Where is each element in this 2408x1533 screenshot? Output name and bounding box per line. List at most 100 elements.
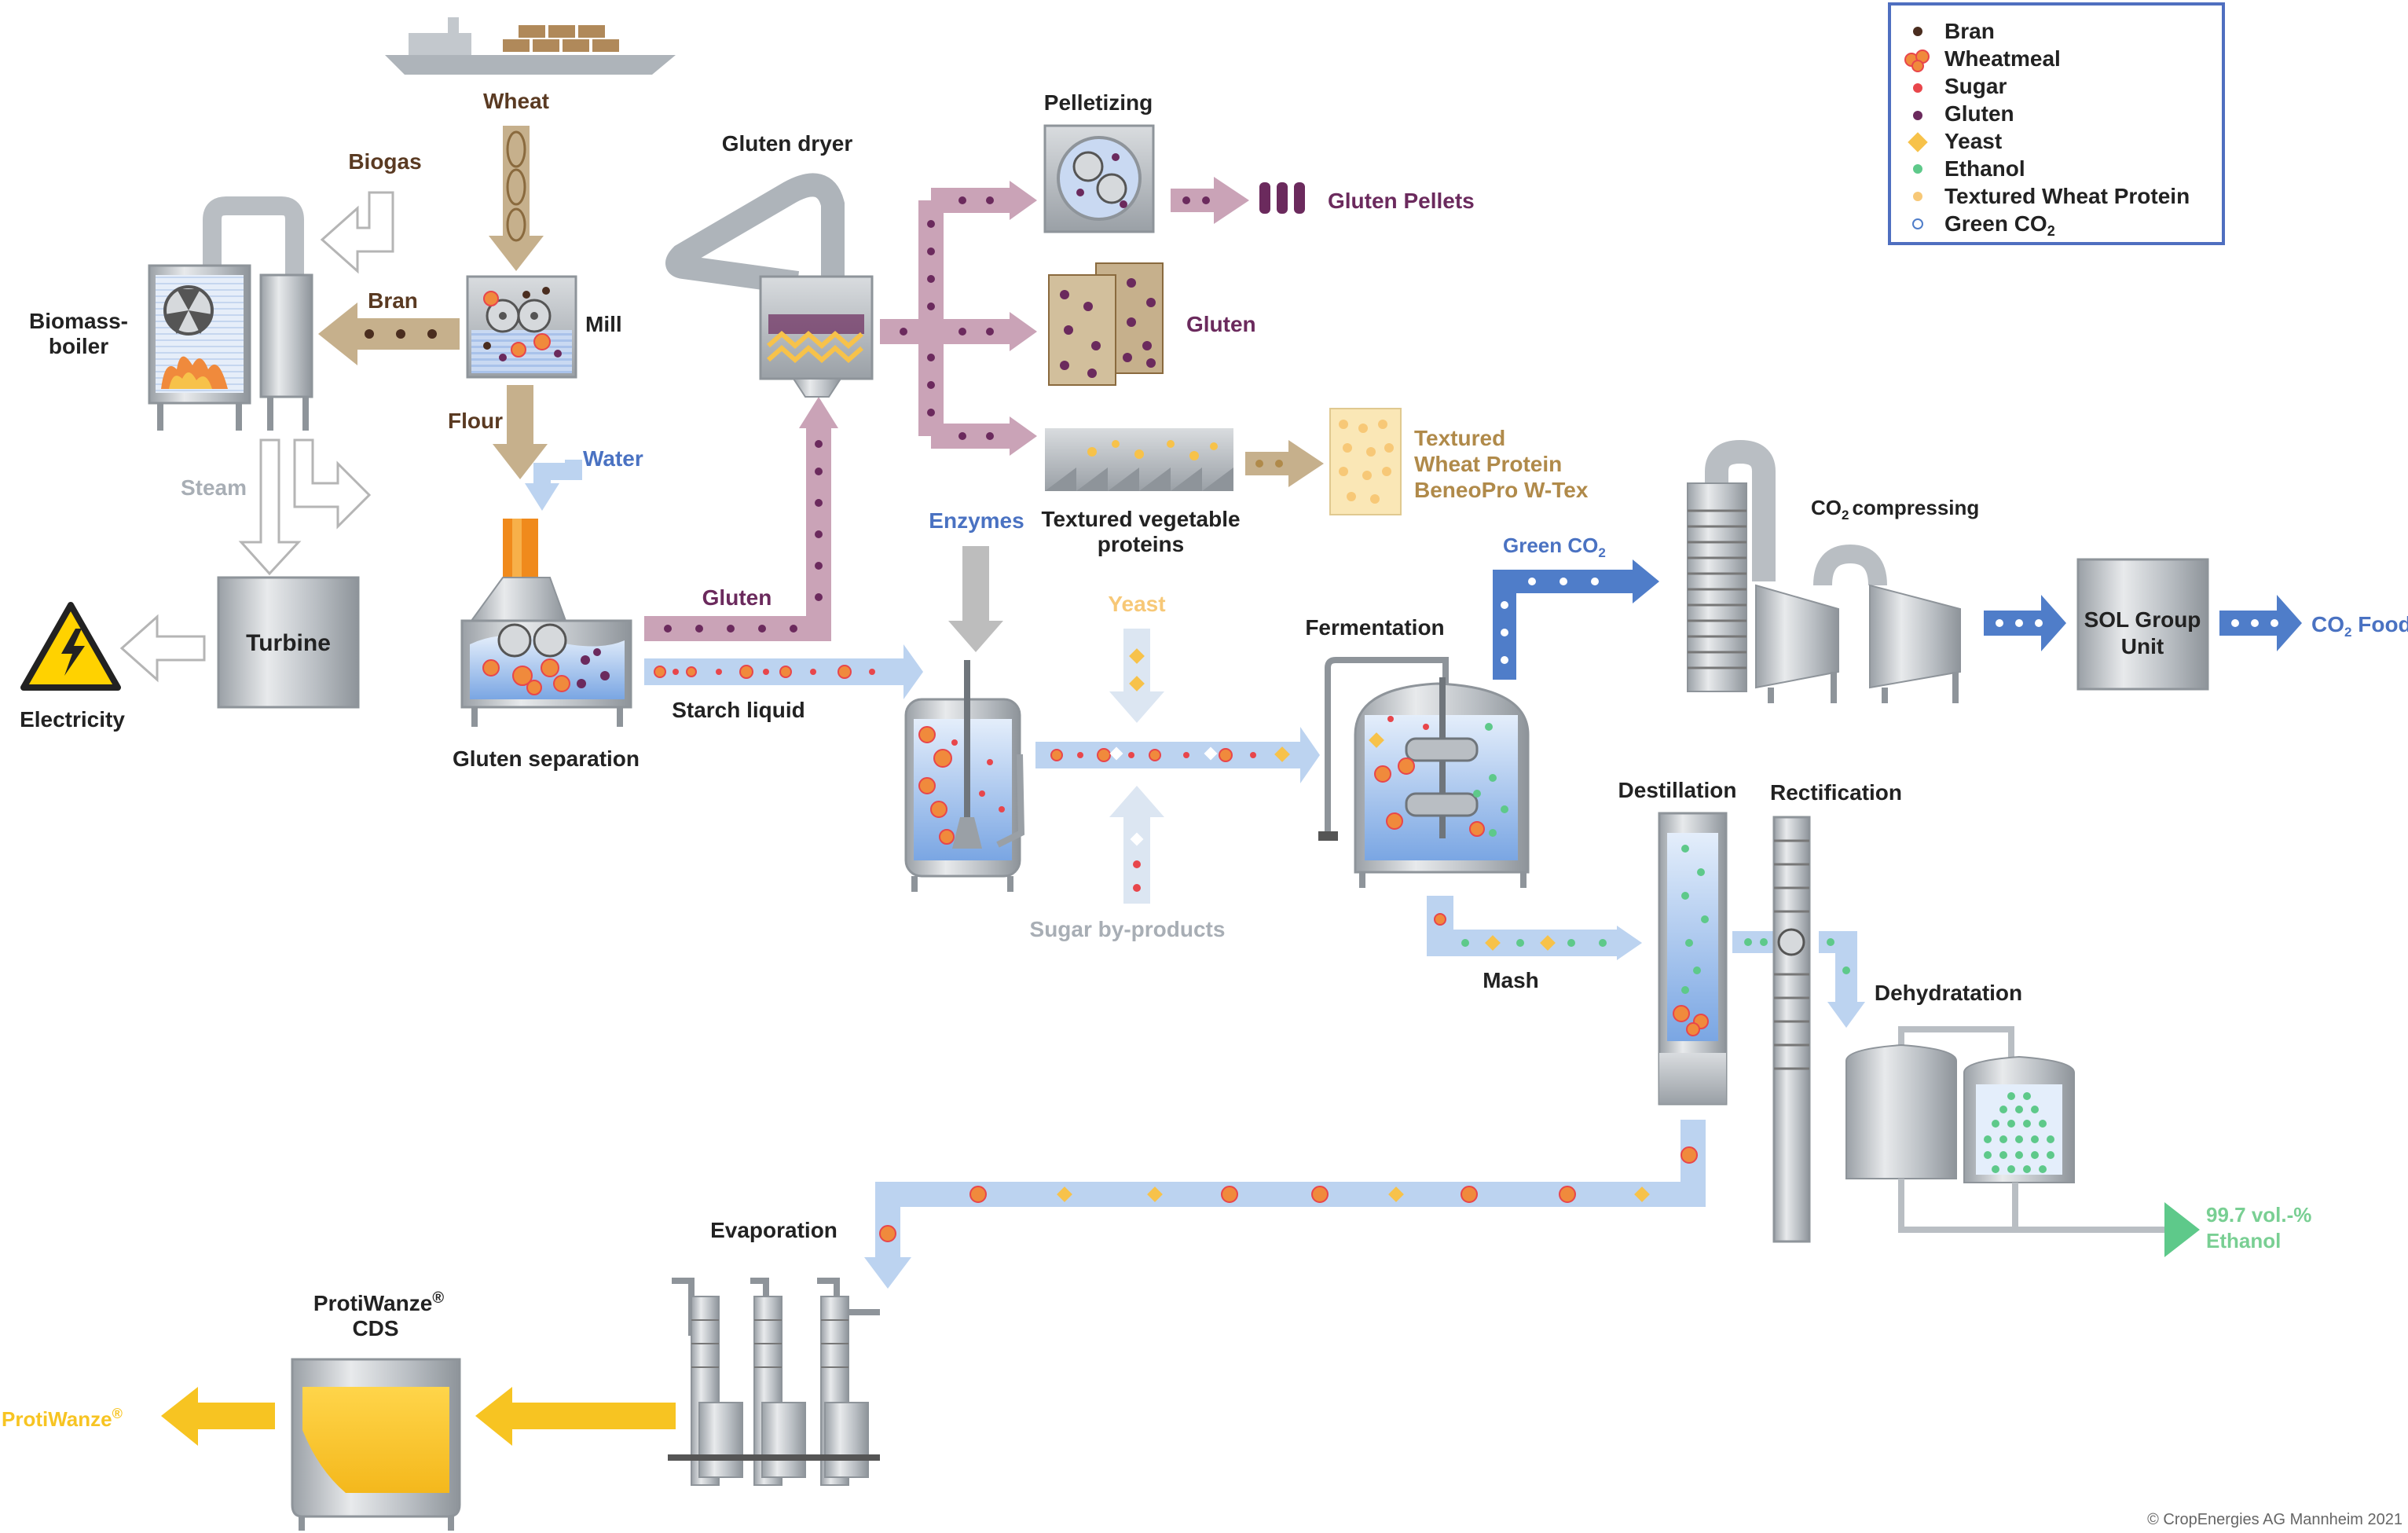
biomass-boiler-label-1: Biomass-: [29, 309, 128, 333]
sol-group-unit-icon: [2076, 558, 2209, 691]
evaporation-to-cds-arrow: [475, 1387, 676, 1446]
water-label: Water: [583, 446, 643, 471]
dehydratation-label: Dehydratation: [1875, 981, 2022, 1005]
co2-food-arrow: [2219, 595, 2302, 651]
fermentation-label: Fermentation: [1305, 615, 1444, 640]
starch-liquid-label: Starch liquid: [672, 698, 805, 722]
bran-flow-label: Bran: [368, 288, 418, 313]
gluten-separation-label: Gluten separation: [453, 746, 640, 771]
legend-marker-co2: [1912, 218, 1923, 229]
twp-arrow: [1245, 440, 1324, 487]
gluten-bags-icon: [1048, 262, 1164, 386]
mill-icon: [466, 275, 577, 379]
dehydratation-tanks-icon: [1845, 1026, 2200, 1257]
stillage-arrow: [864, 1120, 1706, 1289]
legend-marker-ethanol: [1913, 164, 1922, 174]
tvp-label-1: Textured vegetable: [1041, 507, 1240, 531]
protiwanze-output-arrow: [161, 1387, 275, 1446]
pelletizing-label: Pelletizing: [1044, 90, 1153, 115]
mash-arrow: [1427, 896, 1642, 960]
gluten-dryer-label: Gluten dryer: [722, 131, 853, 156]
pellet-arrow: [1171, 177, 1249, 224]
gluten-flow-label: Gluten: [702, 585, 772, 610]
electricity-arrow: [119, 614, 206, 683]
legend-label-gluten: Gluten: [1944, 101, 2014, 126]
liquefaction-tank-icon: [904, 660, 1025, 892]
electricity-label: Electricity: [20, 707, 125, 732]
rectification-label: Rectification: [1770, 780, 1902, 805]
evaporation-label: Evaporation: [710, 1218, 837, 1242]
yeast-arrow: [1109, 629, 1164, 723]
electricity-warning-icon: [20, 602, 121, 691]
twp-label-3: BeneoPro W-Tex: [1414, 478, 1589, 502]
turbine-label: Turbine: [246, 630, 331, 656]
sugar-byproducts-label: Sugar by-products: [1030, 917, 1226, 941]
tvp-label-2: proteins: [1098, 532, 1184, 556]
green-co2-arrow: [1493, 559, 1659, 680]
destillation-column-icon: [1658, 812, 1728, 1106]
gluten-product-label: Gluten: [1186, 312, 1256, 336]
green-co2-label: Green CO2: [1503, 534, 1606, 560]
legend-marker-sugar: [1913, 83, 1922, 93]
twp-label-1: Textured: [1414, 426, 1505, 450]
enzymes-label: Enzymes: [929, 508, 1024, 533]
co2-to-sol-arrow: [1984, 595, 2066, 651]
evaporator-icon: [668, 1278, 880, 1486]
wheat-label: Wheat: [483, 89, 549, 113]
legend-label-yeast: Yeast: [1944, 129, 2002, 153]
flour-arrow: [493, 385, 548, 479]
legend-label-bran: Bran: [1944, 19, 1995, 43]
twp-label-2: Wheat Protein: [1414, 452, 1562, 476]
protiwanze-cds-label-1: ProtiWanze®: [313, 1289, 444, 1315]
rectification-column-icon: [1772, 816, 1811, 1243]
biogas-arrow: [320, 191, 394, 274]
water-arrow: [525, 460, 582, 511]
ethanol-output-label-1: 99.7 vol.-%: [2206, 1203, 2311, 1227]
gluten-pellets-icon: [1259, 182, 1305, 214]
ethanol-output-label-2: Ethanol: [2206, 1229, 2281, 1252]
steam-arrows: [238, 438, 372, 576]
yeast-label: Yeast: [1108, 592, 1165, 616]
ship-icon: [385, 17, 676, 75]
legend-marker-bran: [1913, 27, 1922, 36]
pelletizing-icon: [1043, 124, 1155, 233]
twp-bag-icon: [1329, 408, 1402, 515]
legend-marker-wheatmeal: [1904, 50, 1930, 72]
sugar-byproducts-arrow: [1109, 786, 1164, 904]
gluten-pellets-label: Gluten Pellets: [1328, 189, 1475, 213]
co2-food-label: CO2 Food: [2311, 612, 2408, 640]
cds-tank-icon: [291, 1358, 461, 1531]
gluten-dryer-icon: [665, 173, 874, 398]
saccharified-liquid-arrow: [1035, 727, 1320, 783]
biomass-boiler-icon: [148, 196, 313, 431]
gluten-separation-icon: [460, 519, 632, 727]
turbine-icon: [217, 576, 360, 709]
biogas-label: Biogas: [348, 149, 421, 174]
mill-label: Mill: [585, 312, 622, 336]
protiwanze-cds-label-2: CDS: [352, 1316, 398, 1340]
gluten-dryer-output-arrows: [880, 181, 1037, 456]
destillation-label: Destillation: [1618, 778, 1737, 802]
wheat-arrow: [489, 126, 544, 271]
copyright-text: © CropEnergies AG Mannheim 2021: [2147, 1511, 2403, 1528]
fermentation-tank-icon: [1318, 657, 1530, 888]
legend-label-wheatmeal: Wheatmeal: [1944, 46, 2061, 71]
legend-label-ethanol: Ethanol: [1944, 156, 2025, 181]
co2-compressor-icon: [1687, 439, 1961, 703]
gluten-to-dryer-arrow: [644, 397, 838, 641]
legend-marker-twp: [1913, 192, 1922, 201]
destillation-to-rectification-arrow: [1732, 931, 1776, 953]
legend-label-sugar: Sugar: [1944, 74, 2007, 98]
rectification-to-dehydration-arrow: [1819, 931, 1865, 1028]
flour-label: Flour: [448, 409, 503, 433]
legend: Bran Wheatmeal Sugar Gluten Yeast Ethano…: [1888, 2, 2225, 245]
biomass-boiler-label-2: boiler: [49, 334, 108, 358]
tvp-icon: [1045, 428, 1233, 491]
protiwanze-output-label: ProtiWanze®: [2, 1406, 123, 1431]
mash-label: Mash: [1483, 968, 1539, 992]
sol-label-1: SOL Group: [2084, 607, 2201, 632]
legend-label-twp: Textured Wheat Protein: [1944, 184, 2190, 208]
enzymes-arrow: [948, 546, 1003, 652]
legend-marker-gluten: [1913, 111, 1922, 120]
